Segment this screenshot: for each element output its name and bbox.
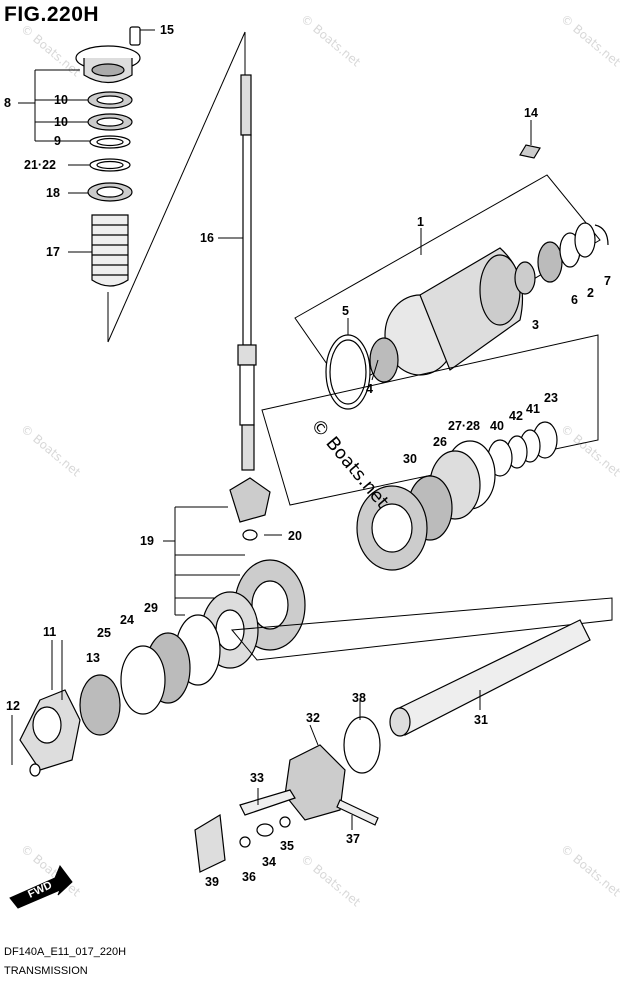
- callout-37: 37: [346, 832, 360, 846]
- bolt-14: [519, 144, 541, 159]
- callout-21-22: 21·22: [24, 158, 56, 172]
- gear-case-1: [294, 144, 609, 410]
- watermark-text: © Boats.net: [298, 852, 363, 910]
- center-watermark: © Boats.net: [306, 415, 393, 513]
- callout-23: 23: [544, 391, 558, 405]
- callout-27-28: 27·28: [448, 419, 480, 433]
- callout-12: 12: [6, 699, 20, 713]
- callout-29: 29: [144, 601, 158, 615]
- callout-38: 38: [352, 691, 366, 705]
- watermark-text: © Boats.net: [18, 22, 83, 80]
- callout-6: 6: [571, 293, 578, 307]
- watermark-text: © Boats.net: [558, 422, 623, 480]
- callout-36: 36: [242, 870, 256, 884]
- pin-33: [239, 789, 296, 816]
- callout-40: 40: [490, 419, 504, 433]
- ring-2: [574, 222, 596, 258]
- callout-10: 10: [54, 93, 68, 107]
- reverse-gear-group: [19, 559, 306, 777]
- callout-18: 18: [46, 186, 60, 200]
- pin-37: [336, 799, 379, 826]
- ball-35: [279, 816, 291, 828]
- callout-15: 15: [160, 23, 174, 37]
- callout-34: 34: [262, 855, 276, 869]
- ring-38: [343, 716, 381, 774]
- callout-2: 2: [587, 286, 594, 300]
- callout-16: 16: [200, 231, 214, 245]
- callout-20: 20: [288, 529, 302, 543]
- callout-19: 19: [140, 534, 154, 548]
- callout-41: 41: [526, 402, 540, 416]
- callout-11: 11: [43, 625, 56, 639]
- callout-labels: 15 8 10 10 9 21·22 18 17 16 14 1 2 6 3 7…: [4, 23, 611, 889]
- figure-title: FIG.220H: [4, 3, 100, 26]
- pin-12: [29, 763, 41, 777]
- figure-name: TRANSMISSION: [4, 965, 88, 977]
- nut-20: [242, 529, 258, 541]
- callout-3: 3: [532, 318, 539, 332]
- leader-lines: [11, 29, 532, 830]
- callout-32: 32: [306, 711, 320, 725]
- bolt-15: [129, 26, 141, 46]
- callout-14: 14: [524, 106, 538, 120]
- callout-10b: 10: [54, 115, 68, 129]
- watermark-text: © Boats.net: [558, 12, 623, 70]
- bearing-4: [369, 337, 399, 383]
- callout-17: 17: [46, 245, 60, 259]
- callout-39: 39: [205, 875, 219, 889]
- callout-13: 13: [86, 651, 100, 665]
- callout-33: 33: [250, 771, 264, 785]
- callout-25: 25: [97, 626, 111, 640]
- washer-25: [120, 645, 166, 715]
- propeller-shaft-group: [194, 597, 613, 873]
- callout-7: 7: [604, 274, 611, 288]
- circlip-7: [594, 224, 609, 246]
- figure-code: DF140A_E11_017_220H: [4, 946, 127, 958]
- callout-8: 8: [4, 96, 11, 110]
- bellows-17: [91, 214, 129, 287]
- fwd-direction-badge: FWD: [9, 865, 73, 909]
- callout-24: 24: [120, 613, 134, 627]
- callout-1: 1: [417, 215, 424, 229]
- callout-30: 30: [403, 452, 417, 466]
- callout-35: 35: [280, 839, 294, 853]
- bearing-6: [537, 241, 563, 283]
- bearing-3: [514, 261, 536, 295]
- callout-9: 9: [54, 134, 61, 148]
- drive-shaft-16: [107, 31, 257, 471]
- clutch-32: [284, 744, 346, 821]
- callout-42: 42: [509, 409, 523, 423]
- watermark-text: © Boats.net: [298, 12, 363, 70]
- watermark-text: © Boats.net: [558, 842, 623, 900]
- forward-gear-group: [229, 334, 599, 571]
- ball-36: [239, 836, 251, 848]
- callout-31: 31: [474, 713, 488, 727]
- callout-26: 26: [433, 435, 447, 449]
- driveshaft-housing-stack: [75, 26, 141, 342]
- sleeve-39: [194, 814, 226, 873]
- prop-shaft-31: [394, 619, 591, 736]
- bearing-13: [79, 674, 121, 736]
- watermark-text: © Boats.net: [18, 422, 83, 480]
- callout-5: 5: [342, 304, 349, 318]
- spring-34: [256, 823, 274, 837]
- callout-4: 4: [366, 382, 373, 396]
- pinion-gear: [229, 477, 271, 523]
